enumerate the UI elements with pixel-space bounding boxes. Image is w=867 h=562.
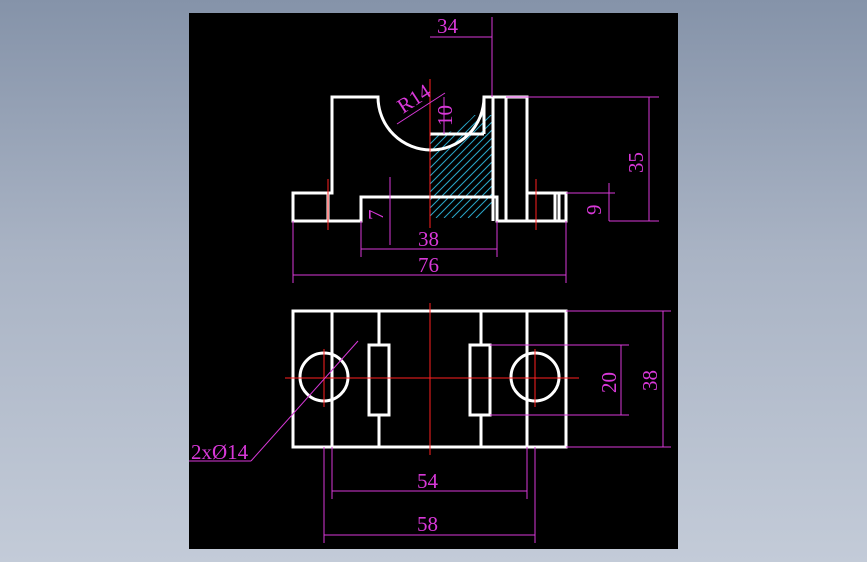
front-dimensions: 34 R14 10 35 9 7 38 76 <box>292 14 659 283</box>
dim-34: 34 <box>437 14 459 38</box>
dim-20: 20 <box>597 372 621 393</box>
dim-9: 9 <box>582 205 606 216</box>
dim-38: 38 <box>418 227 439 251</box>
top-dimensions: 20 38 2xØ14 54 58 <box>189 310 671 543</box>
dim-7: 7 <box>364 210 388 221</box>
dim-holes: 2xØ14 <box>191 440 249 464</box>
technical-drawing: 34 R14 10 35 9 7 38 76 <box>189 14 671 543</box>
dim-r14: R14 <box>393 79 436 118</box>
dim-58: 58 <box>417 512 438 536</box>
dim-35: 35 <box>624 152 648 173</box>
dim-10: 10 <box>433 105 457 126</box>
dim-54: 54 <box>417 469 439 493</box>
cad-viewport[interactable]: 34 R14 10 35 9 7 38 76 <box>189 13 678 549</box>
section-hatch <box>430 115 493 218</box>
dim-76: 76 <box>418 253 439 277</box>
front-view <box>291 79 568 230</box>
dim-38-plan: 38 <box>638 370 662 391</box>
top-view <box>285 303 579 455</box>
